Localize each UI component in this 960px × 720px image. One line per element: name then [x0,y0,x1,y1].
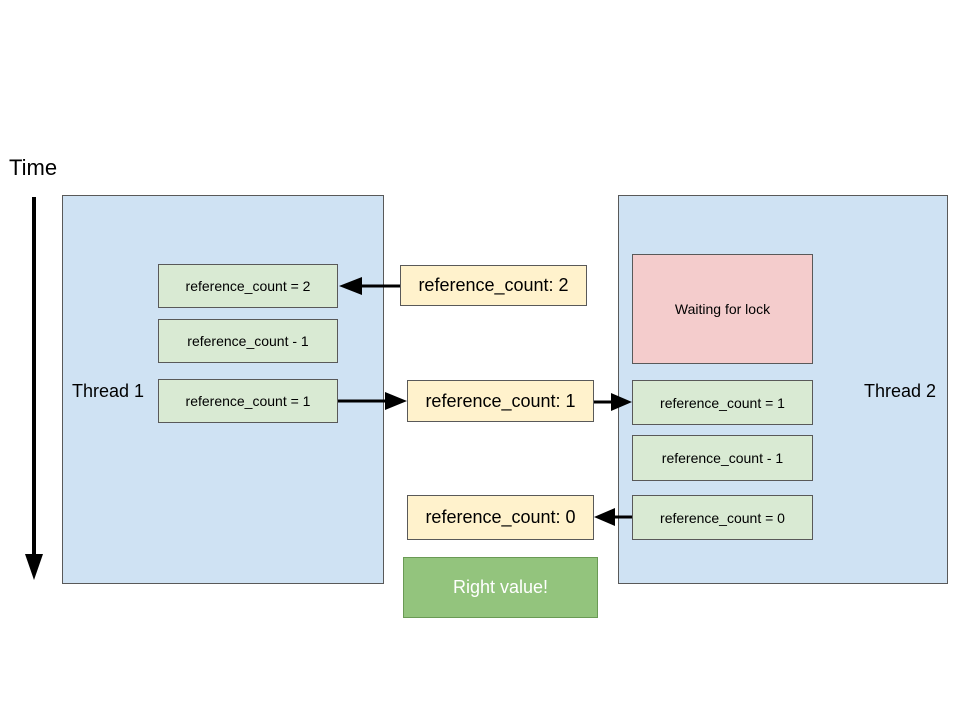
thread-1-label: Thread 1 [72,381,145,401]
thread-1-op-write: reference_count = 1 [158,379,338,423]
thread-2-op-decrement: reference_count - 1 [632,435,813,481]
thread-2-op-write: reference_count = 0 [632,495,813,540]
time-label: Time [9,155,58,180]
result-box: Right value! [403,557,598,618]
arrow-read-to-thread-2-icon [594,393,632,411]
thread-1-op-decrement: reference_count - 1 [158,319,338,363]
thread-1-op-read: reference_count = 2 [158,264,338,308]
waiting-for-lock-box: Waiting for lock [632,254,813,364]
arrow-read-to-thread-1-icon [339,277,400,295]
arrow-write-from-thread-2-icon [594,508,632,526]
shared-value-2: reference_count: 2 [400,265,587,306]
thread-2-label: Thread 2 [864,381,937,401]
time-arrow-icon [25,197,43,580]
arrow-write-from-thread-1-icon [338,392,407,410]
shared-value-1: reference_count: 1 [407,380,594,422]
shared-value-0: reference_count: 0 [407,495,594,540]
thread-2-op-read: reference_count = 1 [632,380,813,425]
